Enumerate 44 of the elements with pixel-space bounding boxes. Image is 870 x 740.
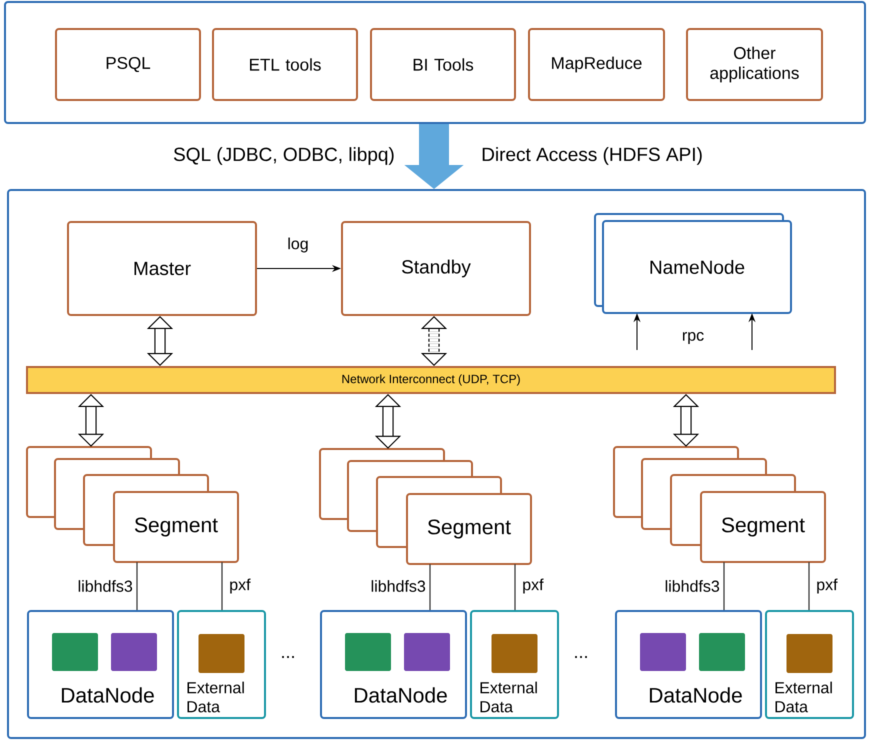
stacked-server-box: NameNode bbox=[594, 213, 792, 314]
node-label: Segment bbox=[722, 517, 805, 537]
stacked-segment-box: Segment bbox=[26, 446, 239, 563]
block-arrow bbox=[78, 394, 104, 447]
edge-label: libhdfs3 bbox=[370, 579, 427, 593]
application-box: MapReduce bbox=[528, 28, 665, 101]
stacked-segment-box: Segment bbox=[613, 446, 826, 563]
edge-label: pxf bbox=[228, 578, 252, 594]
server-box: Standby bbox=[341, 221, 531, 316]
connector-line bbox=[429, 564, 431, 610]
datanode-box: DataNode bbox=[615, 610, 762, 719]
ellipsis: ... bbox=[282, 656, 294, 658]
external-data-box: External Data bbox=[177, 610, 266, 719]
connector-line bbox=[514, 564, 516, 610]
interface-label: SQL (JDBC, ODBC, libpq) bbox=[174, 147, 394, 165]
edge-label: pxf bbox=[815, 578, 839, 594]
block-arrow bbox=[374, 394, 402, 449]
edge-label: libhdfs3 bbox=[664, 579, 721, 593]
connector-line bbox=[136, 562, 138, 610]
datanode-box: DataNode bbox=[27, 610, 174, 719]
application-box: ETL tools bbox=[212, 28, 358, 101]
datanode-box: DataNode bbox=[320, 610, 467, 719]
interface-label: Direct Access (HDFS API) bbox=[482, 147, 702, 165]
application-box: Other applications bbox=[686, 28, 823, 101]
block-arrow bbox=[672, 394, 700, 447]
block-arrow bbox=[146, 316, 174, 366]
connector-line bbox=[808, 562, 810, 610]
application-box: PSQL bbox=[55, 28, 201, 101]
ellipsis: ... bbox=[575, 656, 587, 658]
external-data-box: External Data bbox=[470, 610, 559, 719]
network-bar: Network Interconnect (UDP, TCP) bbox=[26, 366, 836, 394]
connector-line bbox=[221, 562, 223, 610]
rpc-label: rpc bbox=[682, 332, 704, 344]
application-box: BI Tools bbox=[370, 28, 516, 101]
stacked-segment-box: Segment bbox=[319, 448, 532, 565]
server-box: Master bbox=[67, 221, 257, 316]
edge-label: libhdfs3 bbox=[76, 579, 134, 593]
edge-label: pxf bbox=[521, 578, 545, 594]
edge-label: log bbox=[286, 236, 310, 254]
node-label: Segment bbox=[134, 517, 218, 537]
connector-line bbox=[723, 562, 725, 610]
node-label: Segment bbox=[428, 519, 511, 539]
arrow bbox=[420, 316, 448, 366]
external-data-box: External Data bbox=[765, 610, 854, 719]
